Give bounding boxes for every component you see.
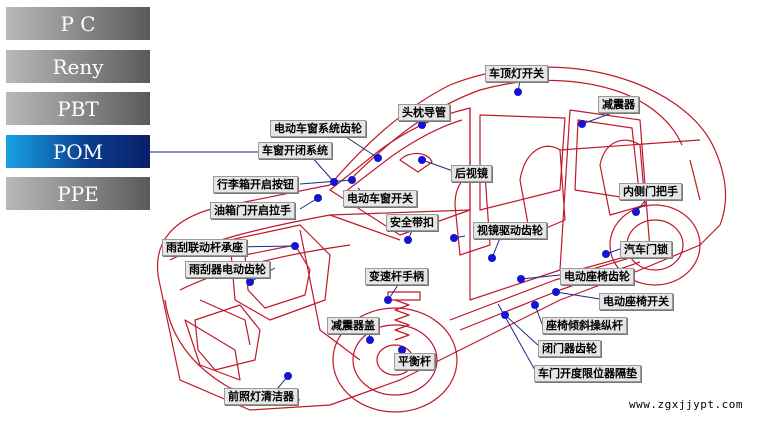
- label-power-window-gear: 电动车窗系统齿轮: [270, 120, 366, 137]
- label-seat-belt-buckle: 安全带扣: [386, 214, 438, 231]
- label-rear-mirror: 后视镜: [451, 165, 492, 182]
- label-seat-tilt-lever: 座椅倾斜操纵杆: [542, 317, 627, 334]
- menu-item-pom[interactable]: POM: [6, 135, 150, 168]
- label-window-switch-system: 车窗开闭系统: [258, 142, 332, 159]
- menu-item-ppe[interactable]: PPE: [6, 177, 150, 210]
- label-headrest-guide: 头枕导管: [398, 104, 450, 121]
- label-trunk-release-button: 行李箱开启按钮: [213, 176, 298, 193]
- label-headlight-washer: 前照灯清洁器: [224, 388, 298, 405]
- label-shift-knob: 变速杆手柄: [365, 268, 428, 285]
- label-car-door-lock: 汽车门锁: [620, 241, 672, 258]
- label-wiper-motor-gear: 雨刮器电动齿轮: [185, 261, 270, 278]
- label-wiper-linkage-bearing: 雨刮联动杆承座: [162, 239, 247, 256]
- label-power-window-switch: 电动车窗开关: [343, 190, 417, 207]
- label-power-seat-switch: 电动座椅开关: [599, 293, 673, 310]
- label-door-check-spacer: 车门开度限位器隔垫: [534, 365, 641, 382]
- menu-item-pbt[interactable]: PBT: [6, 92, 150, 125]
- menu-item-reny[interactable]: Reny: [6, 50, 150, 83]
- label-mirror-drive-gear: 视镜驱动齿轮: [473, 222, 547, 239]
- label-roof-light-switch: 车顶灯开关: [485, 65, 548, 82]
- label-stabilizer-bar: 平衡杆: [394, 353, 435, 370]
- label-power-seat-gear: 电动座椅齿轮: [560, 268, 634, 285]
- menu-item-pc[interactable]: P C: [6, 7, 150, 40]
- label-shock-absorber-cap: 减震器盖: [327, 317, 379, 334]
- label-shock-absorber-rear: 减震器: [598, 96, 639, 113]
- label-door-closer-gear: 闭门器齿轮: [538, 340, 601, 357]
- label-fuel-door-handle: 油箱门开启拉手: [210, 202, 295, 219]
- label-inner-door-handle: 内侧门把手: [619, 183, 682, 200]
- watermark-text: www.zgxjjypt.com: [629, 398, 743, 411]
